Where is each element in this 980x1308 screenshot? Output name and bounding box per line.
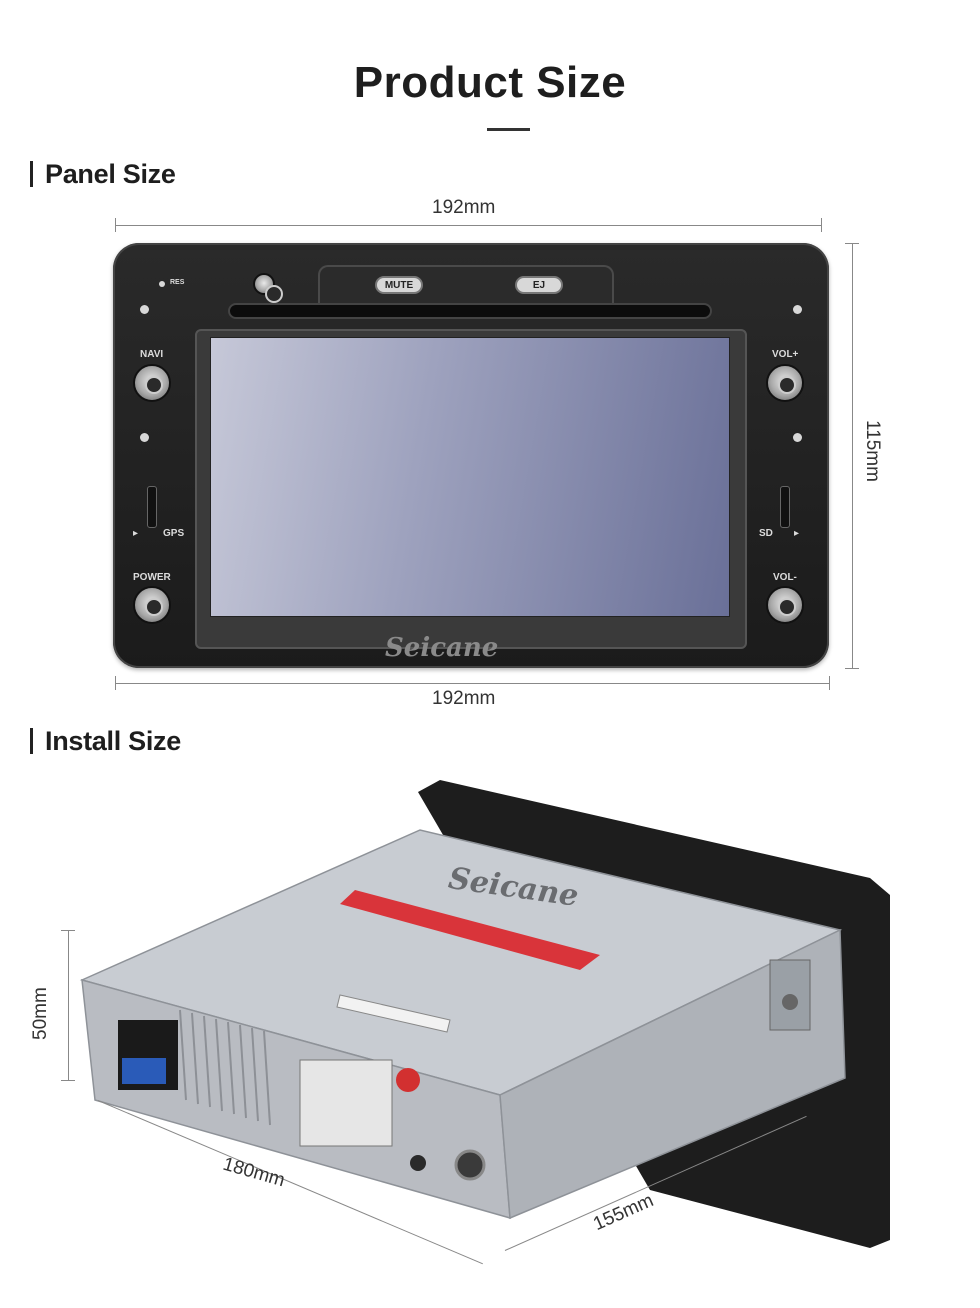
- dim-tick: [61, 1080, 75, 1081]
- install-height-line: [68, 930, 69, 1080]
- dim-tick: [829, 676, 830, 690]
- install-size-heading: Install Size: [30, 726, 181, 756]
- dim-tick: [845, 668, 859, 669]
- reset-hole[interactable]: [159, 281, 165, 287]
- dim-tick: [61, 930, 75, 931]
- gps-label: GPS: [163, 528, 185, 539]
- panel-width-bottom-line: [115, 683, 829, 684]
- title-underline: [487, 128, 530, 131]
- power-label: POWER: [133, 572, 171, 583]
- panel-size-label: Panel Size: [45, 158, 176, 189]
- screw-hole: [140, 305, 149, 314]
- pickup-knob-icon: [253, 273, 283, 303]
- power-knob[interactable]: [133, 586, 171, 624]
- mute-button[interactable]: MUTE: [375, 276, 423, 294]
- sd-card-slot[interactable]: [780, 486, 790, 528]
- chassis-drawing: [79, 780, 890, 1248]
- panel-brand-logo: Seicane: [385, 633, 499, 663]
- install-unit-illustration: Seicane: [0, 770, 980, 1300]
- sd-arrow-icon: ▸: [794, 528, 800, 539]
- dim-tick: [821, 218, 822, 232]
- page-title: Product Size: [353, 58, 627, 107]
- panel-width-top-line: [115, 225, 821, 226]
- blue-fuse: [122, 1058, 166, 1084]
- gps-card-slot[interactable]: [147, 486, 157, 528]
- heading-marker: [30, 728, 33, 754]
- dim-tick: [845, 243, 859, 244]
- screw-hole: [793, 305, 802, 314]
- barcode-label: [336, 994, 451, 1033]
- navi-label: NAVI: [140, 349, 164, 360]
- head-unit-panel: MUTE EJ RES NAVI VOL+ ▸ GPS SD ▸ POWER V…: [113, 243, 829, 668]
- gps-antenna: [396, 1068, 420, 1092]
- dim-tick: [115, 676, 116, 690]
- screw-hole: [140, 433, 149, 442]
- dim-tick: [115, 218, 116, 232]
- panel-width-top-label: 192mm: [432, 197, 496, 218]
- round-port: [454, 1149, 486, 1181]
- install-height-label: 50mm: [30, 987, 51, 1040]
- vol-down-knob[interactable]: [766, 586, 804, 624]
- panel-top-bezel: [318, 265, 614, 303]
- panel-width-bottom-label: 192mm: [432, 688, 496, 709]
- sd-label: SD: [759, 528, 773, 539]
- vol-up-label: VOL+: [772, 349, 799, 360]
- small-port: [410, 1155, 426, 1171]
- chassis-side: [499, 928, 846, 1220]
- res-label: RES: [170, 279, 185, 286]
- heading-marker: [30, 161, 33, 187]
- navi-knob[interactable]: [133, 364, 171, 402]
- vol-down-label: VOL-: [773, 572, 797, 583]
- eject-button[interactable]: EJ: [515, 276, 563, 294]
- screw-hole: [793, 433, 802, 442]
- heatsink-fins: [179, 1009, 271, 1126]
- vol-up-knob[interactable]: [766, 364, 804, 402]
- panel-size-heading: Panel Size: [30, 159, 176, 189]
- bracket-screw: [782, 994, 798, 1010]
- display-screen: [210, 337, 730, 617]
- disc-slot: [228, 303, 712, 319]
- install-size-label: Install Size: [45, 725, 181, 756]
- warning-sticker: [340, 890, 600, 970]
- harness-block: [299, 1059, 393, 1147]
- panel-height-label: 115mm: [862, 420, 883, 482]
- gps-arrow-icon: ▸: [133, 528, 139, 539]
- panel-height-line: [852, 243, 853, 668]
